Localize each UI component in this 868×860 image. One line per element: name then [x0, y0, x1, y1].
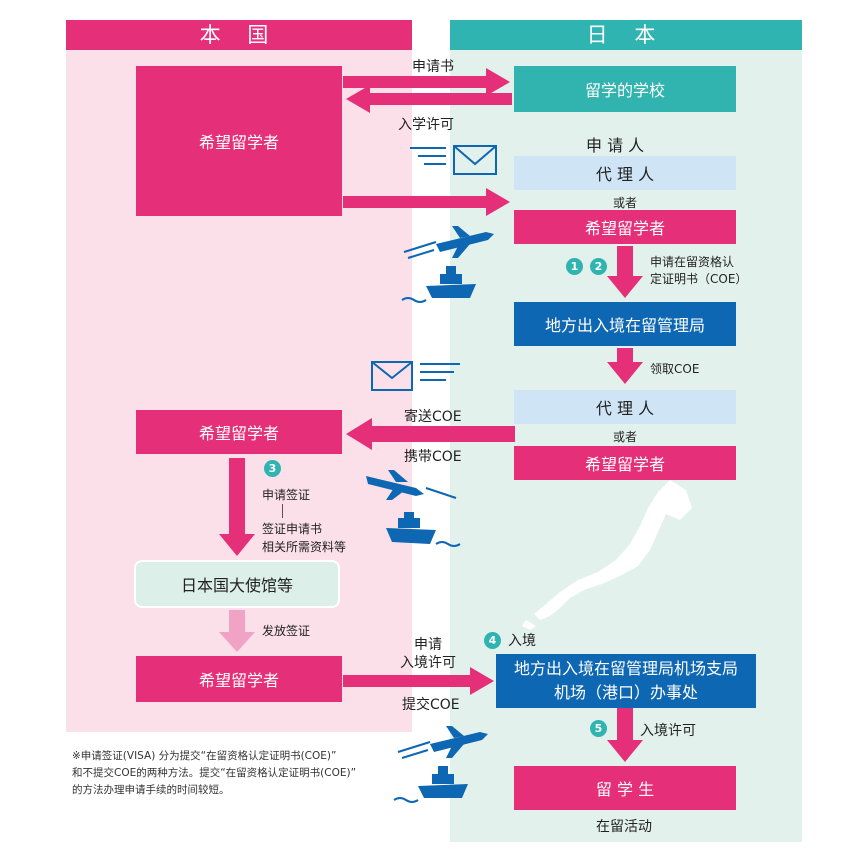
- label-visa-docs: 签证申请书 相关所需资料等: [262, 522, 347, 554]
- label-visa-apply: 申请签证: [262, 488, 311, 502]
- label-entry-permit: 入境许可: [640, 723, 696, 739]
- step-5-badge: 5: [590, 720, 607, 737]
- label-entry: 入境: [508, 633, 536, 649]
- label-carry-coe: 携带COE: [404, 449, 462, 465]
- applicant-box-2: 希望留学者: [514, 210, 736, 244]
- label-receive-coe: 领取COE: [650, 362, 700, 376]
- applicant-box-main: 希望留学者: [136, 66, 342, 216]
- label-issue-visa: 发放签证: [262, 624, 311, 638]
- label-or-2: 或者: [613, 430, 638, 444]
- label-or-1: 或者: [613, 196, 638, 210]
- home-country-header: 本 国: [66, 20, 412, 50]
- label-admission: 入学许可: [398, 117, 454, 133]
- label-activity: 在留活动: [596, 819, 652, 835]
- immigration-bureau-box: 地方出入境在留管理局: [514, 302, 736, 346]
- agent-box-1: 代 理 人: [514, 156, 736, 190]
- japan-header: 日 本: [450, 20, 802, 50]
- label-application: 申请书: [412, 59, 454, 75]
- visa-note: ※申请签证(VISA) 分为提交“在留资格认定证明书(COE)” 和不提交COE…: [72, 750, 357, 796]
- applicant-box-coe-receiver: 希望留学者: [136, 410, 342, 454]
- agent-box-2: 代 理 人: [514, 390, 736, 424]
- step-4-badge: 4: [484, 632, 501, 649]
- japan-map-icon: [522, 480, 692, 630]
- step-2-badge: 2: [590, 258, 607, 275]
- applicant-box-3: 希望留学者: [514, 446, 736, 480]
- label-submit-coe: 提交COE: [402, 697, 460, 713]
- label-applicant-title: 申 请 人: [586, 136, 645, 155]
- applicant-box-visa-holder: 希望留学者: [136, 656, 342, 702]
- airport-office-box: 地方出入境在留管理局机场支局 机场（港口）办事处: [496, 654, 756, 708]
- divider-line: [282, 504, 283, 518]
- mail-icon: [410, 145, 497, 175]
- embassy-box: 日本国大使馆等: [134, 560, 340, 608]
- school-box: 留学的学校: [514, 66, 736, 112]
- label-apply-coe: 申请在留资格认 定证明书（COE）: [650, 255, 748, 286]
- student-box: 留 学 生: [514, 766, 736, 810]
- label-apply-entry: 申请 入境许可: [400, 637, 456, 671]
- label-send-coe: 寄送COE: [404, 409, 462, 425]
- step-1-badge: 1: [566, 258, 583, 275]
- step-3-badge: 3: [264, 460, 281, 477]
